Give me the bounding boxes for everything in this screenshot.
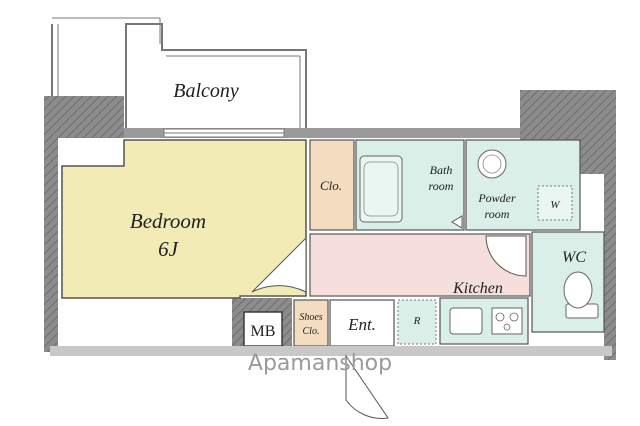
- shoes-closet-floor: [293, 299, 329, 347]
- bathtub-inner: [363, 161, 399, 217]
- sink-basin: [477, 149, 507, 179]
- kitchen-sink: [449, 307, 483, 335]
- bedroom-floor: [61, 139, 307, 299]
- burner-2: [509, 312, 519, 322]
- bathroom-label-line2: room: [429, 179, 454, 193]
- refrigerator-space: [397, 299, 437, 345]
- meter-box-label: MB: [251, 323, 276, 340]
- toilet-bowl: [563, 271, 593, 309]
- stove: [491, 307, 523, 335]
- washer-label: W: [550, 199, 560, 211]
- bedroom-size-label: 6J: [158, 237, 180, 261]
- refrigerator-label: R: [413, 315, 421, 327]
- wall-top: [124, 128, 584, 138]
- watermark: Apamanshop: [248, 351, 392, 376]
- bath-door-marker: [451, 215, 463, 229]
- kitchen-label: Kitchen: [452, 280, 503, 297]
- burner-3: [503, 323, 511, 331]
- bathtub: [359, 155, 403, 223]
- closet-label: Clo.: [320, 178, 342, 193]
- entrance-label: Ent.: [347, 315, 376, 334]
- balcony-label: Balcony: [173, 80, 239, 102]
- bedroom-label: Bedroom: [130, 209, 206, 233]
- entrance-door-swing: [345, 354, 389, 419]
- shoes-closet-label-line1: Shoes: [299, 312, 322, 323]
- bathroom-label-line1: Bath: [430, 163, 453, 177]
- washer-space: [537, 185, 573, 221]
- shoes-closet-label-line2: Clo.: [303, 326, 320, 337]
- wc-label: WC: [562, 249, 586, 266]
- closet-floor: [309, 139, 355, 231]
- wall-bottom: [50, 346, 612, 356]
- wc-door-swing: [485, 235, 527, 277]
- burner-1: [495, 312, 505, 322]
- powder-room-label-line2: room: [485, 207, 510, 221]
- wall-left: [44, 130, 58, 352]
- bedroom-door-swing: [251, 236, 307, 293]
- powder-room-label-line1: Powder: [477, 191, 516, 205]
- sink-basin-inner: [482, 154, 502, 174]
- wall-right: [604, 170, 616, 360]
